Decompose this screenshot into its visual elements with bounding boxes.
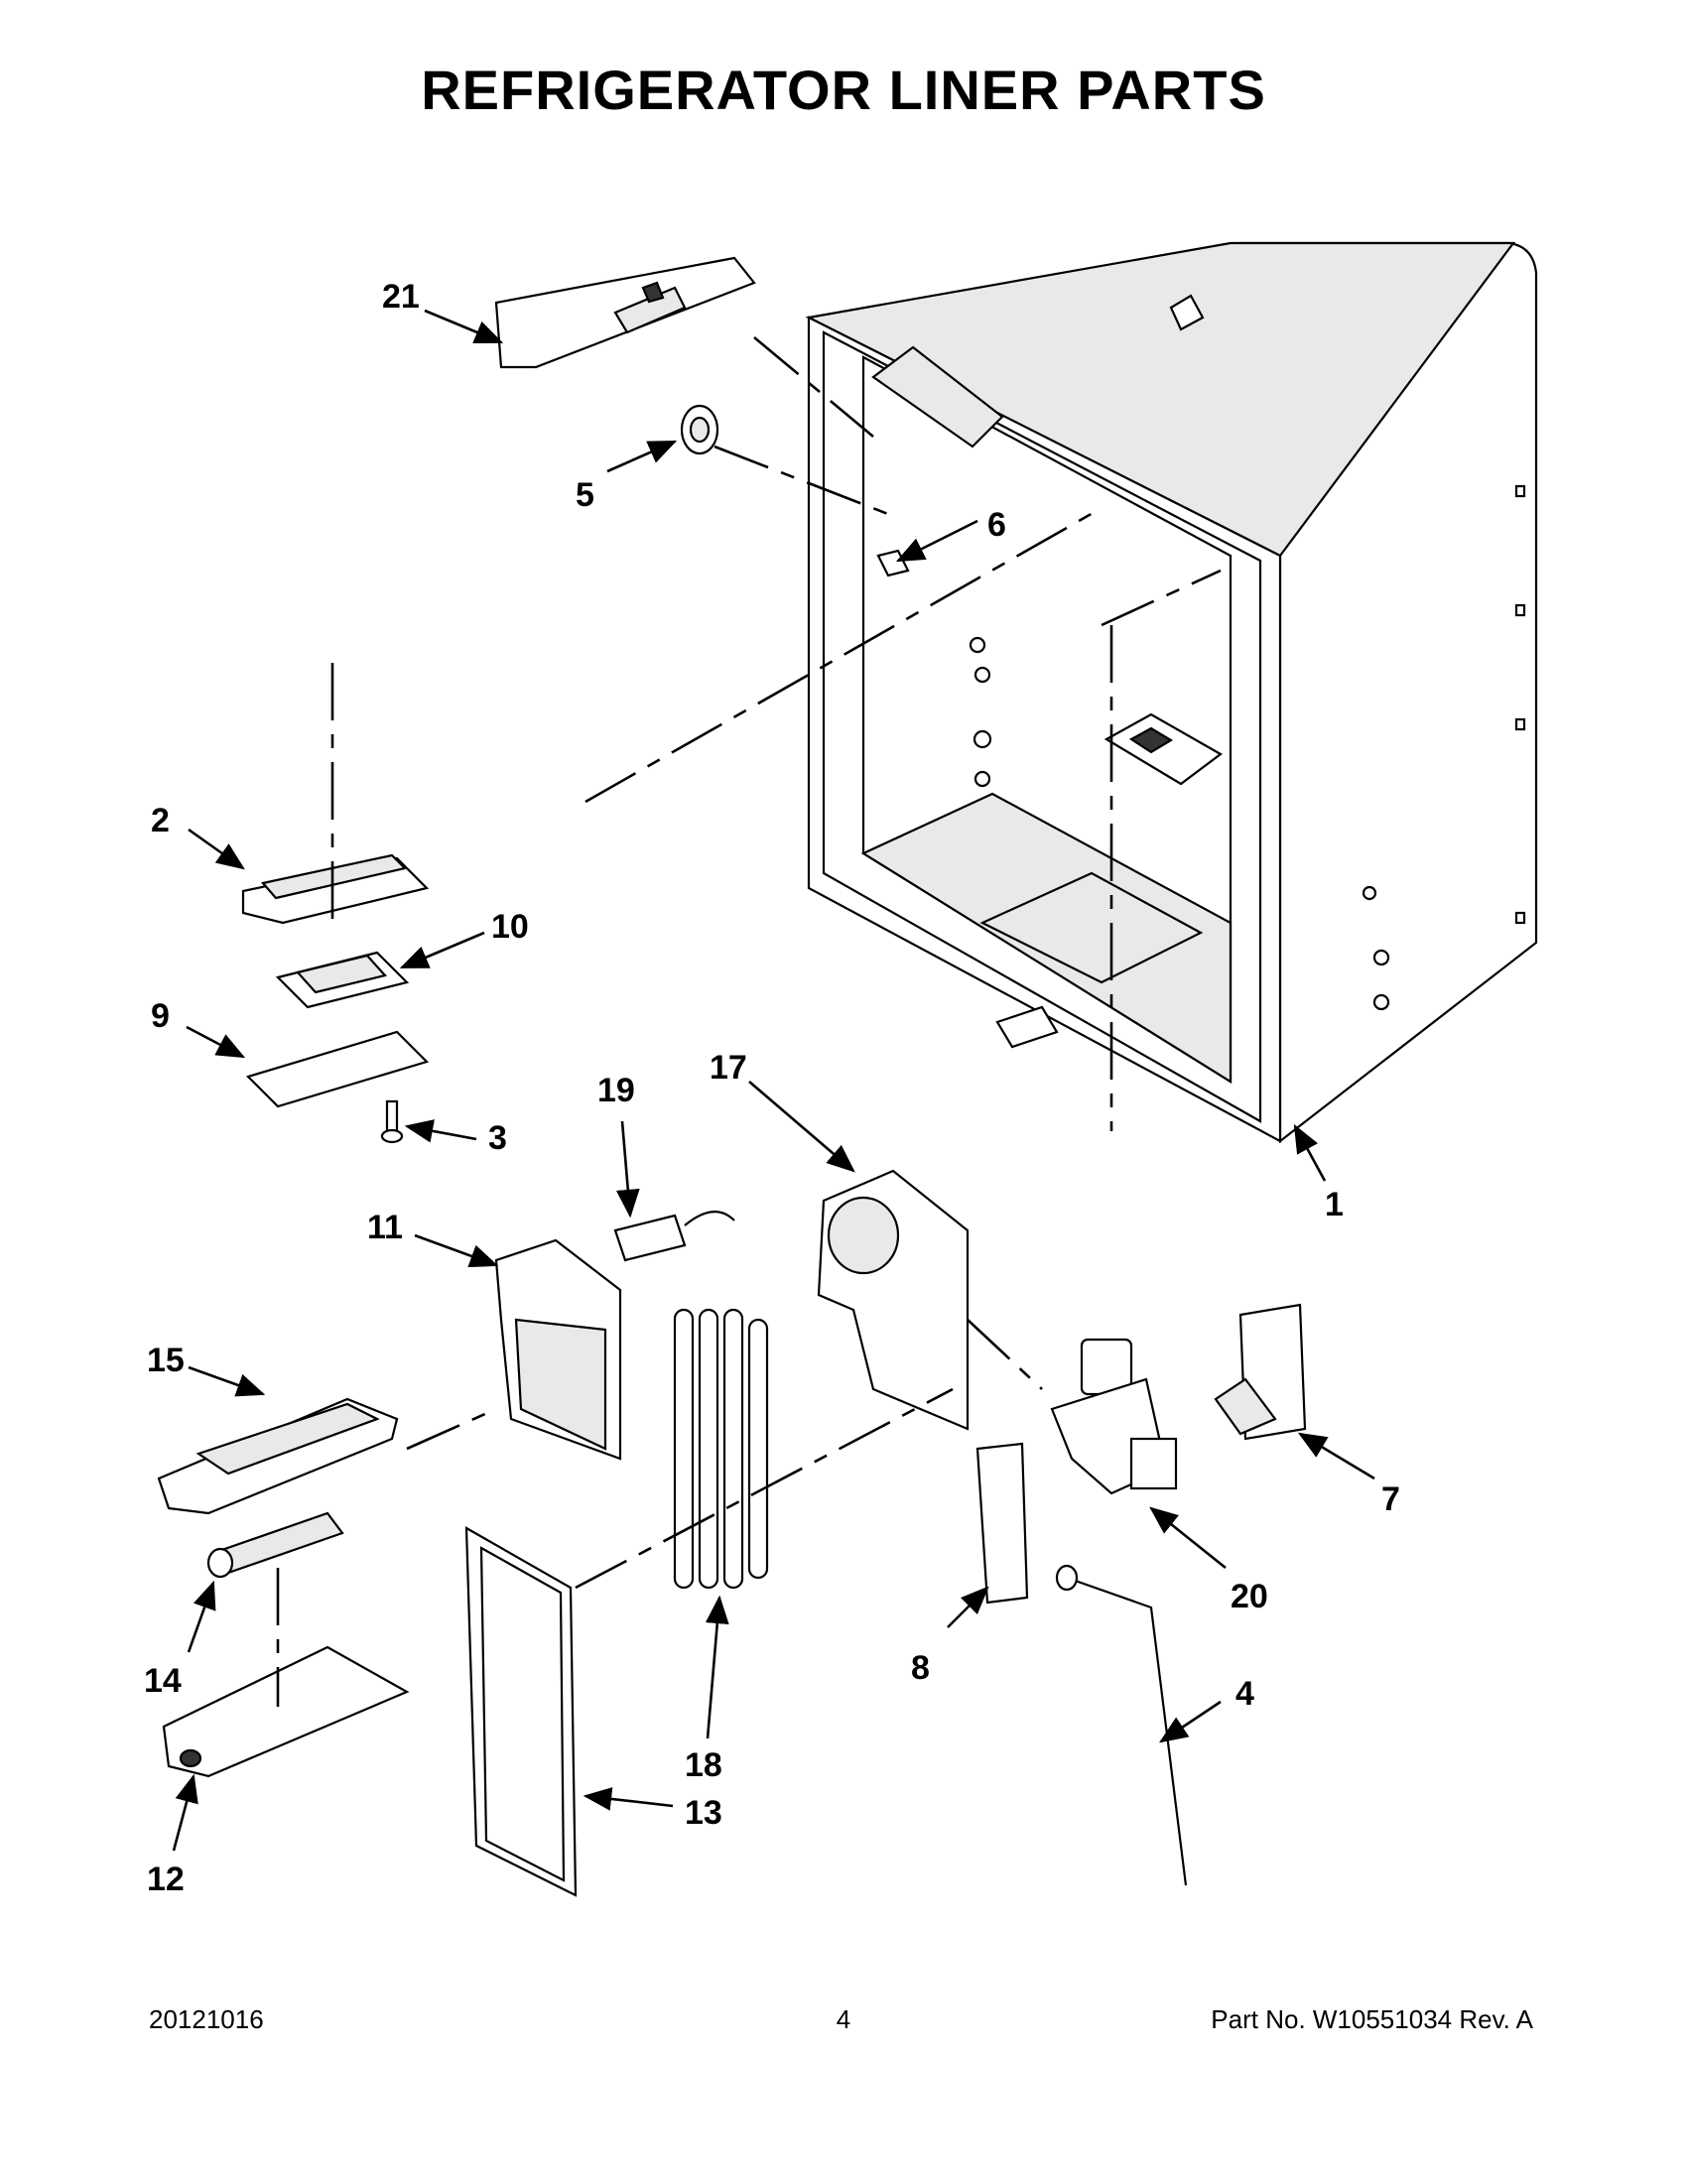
part-15-filter-head	[157, 1397, 399, 1515]
callout-5: 5	[576, 476, 594, 514]
callout-12: 12	[147, 1861, 185, 1898]
part-5-knob	[680, 404, 719, 455]
part-19-thermistor	[613, 1211, 735, 1262]
align-line-11	[406, 1407, 497, 1451]
callout-20: 20	[1231, 1578, 1268, 1615]
part-17-housing	[817, 1169, 970, 1431]
part-11-bracket	[494, 1238, 622, 1461]
callout-3: 3	[488, 1119, 507, 1157]
callout-11: 11	[367, 1209, 403, 1246]
part-13-panel	[464, 1526, 578, 1897]
callout-8: 8	[911, 1649, 930, 1687]
callout-18: 18	[685, 1746, 722, 1784]
footer-page-number: 4	[836, 2004, 851, 2034]
part-7-bracket	[1214, 1303, 1307, 1441]
align-line-13	[575, 1387, 954, 1590]
part-9-cover	[245, 1030, 430, 1108]
footer-part-number: Part No. W10551034 Rev. A	[1211, 2004, 1533, 2034]
part-12-door	[162, 1645, 410, 1778]
part-liner-box	[805, 241, 1538, 1144]
part-20-valve	[1050, 1338, 1178, 1495]
callout-6: 6	[987, 506, 1006, 544]
part-10-cartridge	[275, 951, 410, 1009]
part-21-trim	[494, 256, 756, 369]
part-2-housing	[241, 853, 430, 925]
callout-7: 7	[1381, 1480, 1400, 1518]
page-title: REFRIGERATOR LINER PARTS	[421, 59, 1266, 121]
callout-4: 4	[1235, 1675, 1254, 1713]
align-line-21	[753, 336, 874, 438]
part-4-tube	[1055, 1564, 1188, 1886]
align-line-17b	[1101, 569, 1222, 627]
callout-9: 9	[151, 997, 170, 1035]
footer-date: 20121016	[149, 2004, 264, 2034]
part-3-screw	[380, 1099, 404, 1144]
part-14-filter	[206, 1511, 344, 1579]
callout-2: 2	[151, 802, 170, 839]
align-line-5	[714, 445, 894, 518]
align-line-20	[967, 1319, 1043, 1390]
callout-17: 17	[710, 1049, 747, 1087]
part-18-tube	[673, 1308, 769, 1590]
callout-13: 13	[685, 1794, 722, 1832]
callout-21: 21	[382, 278, 420, 316]
part-8-clip	[975, 1442, 1029, 1605]
callout-15: 15	[147, 1342, 185, 1379]
callout-19: 19	[597, 1072, 635, 1109]
callout-1: 1	[1325, 1186, 1344, 1223]
callout-14: 14	[144, 1662, 182, 1700]
callout-10: 10	[491, 908, 529, 946]
